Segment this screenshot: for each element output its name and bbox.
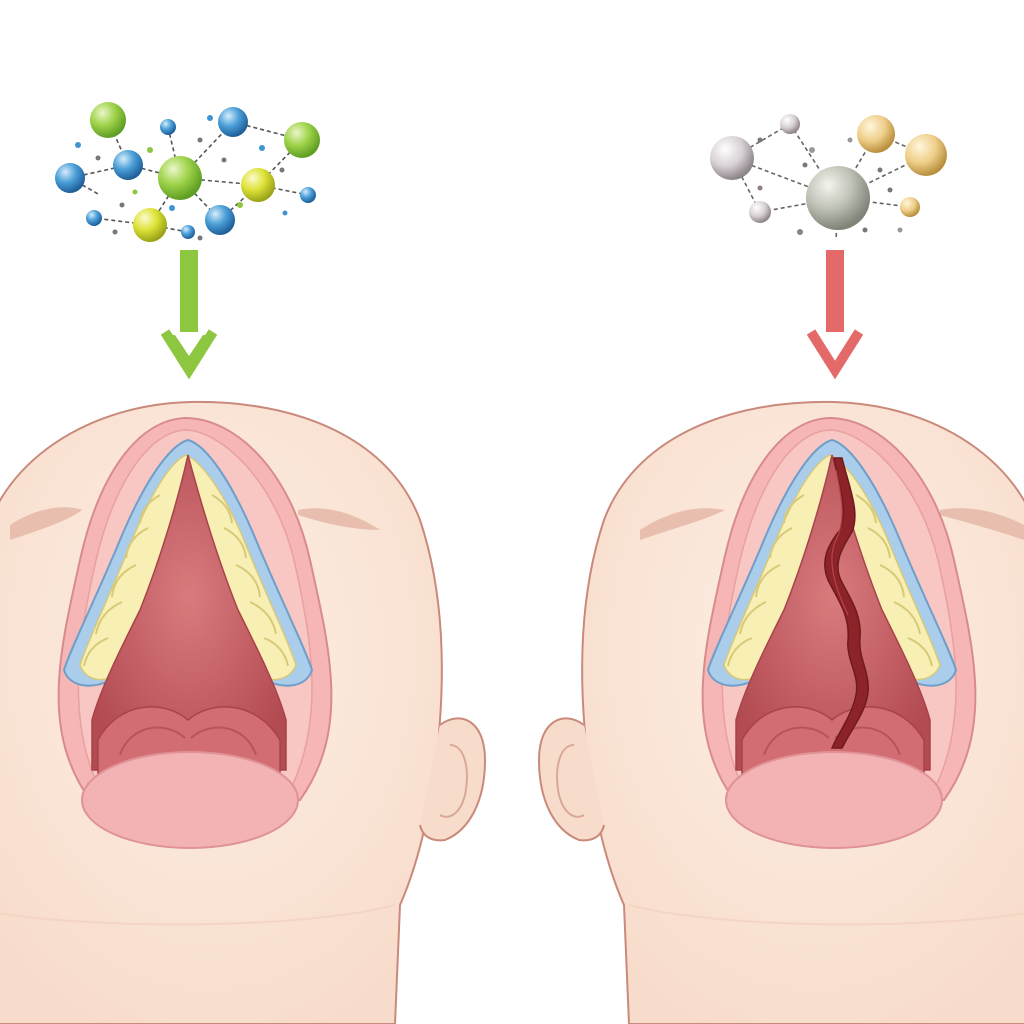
molecule-node	[749, 201, 771, 223]
eyelid-shape	[10, 507, 82, 540]
molecule-node	[300, 187, 316, 203]
right-panel	[537, 114, 1024, 1024]
molecule-node	[181, 225, 195, 239]
left-panel	[0, 102, 487, 1024]
molecule-node	[780, 114, 800, 134]
eyelid-shape	[940, 508, 1024, 540]
molecule-node	[218, 107, 248, 137]
ear-shape	[537, 717, 605, 842]
green-down-arrow-icon	[160, 250, 218, 380]
molecule-node	[284, 122, 320, 158]
molecule-node	[905, 134, 947, 176]
faded-molecule-cluster	[710, 114, 947, 241]
cleft-palate-face	[537, 400, 1024, 1024]
eyelid-shape	[298, 508, 380, 530]
molecule-node	[710, 136, 754, 180]
molecule-node	[205, 205, 235, 235]
healthy-molecule-cluster	[55, 102, 320, 242]
molecule-node	[90, 102, 126, 138]
molecule-node	[158, 156, 202, 200]
molecule-node	[113, 150, 143, 180]
eyelid-shape	[640, 508, 725, 540]
particle-dots	[757, 137, 903, 235]
molecule-node	[133, 208, 167, 242]
molecule-node	[55, 163, 85, 193]
molecule-node	[86, 210, 102, 226]
red-down-arrow-icon	[806, 250, 864, 380]
molecule-node	[857, 115, 895, 153]
molecule-node	[160, 119, 176, 135]
molecule-node	[241, 168, 275, 202]
healthy-palate-face	[0, 400, 487, 1024]
molecule-node	[900, 197, 920, 217]
particle-dots	[75, 115, 288, 241]
molecule-node	[806, 166, 870, 230]
cleft-fissure	[824, 457, 869, 749]
ear-shape	[419, 717, 487, 842]
